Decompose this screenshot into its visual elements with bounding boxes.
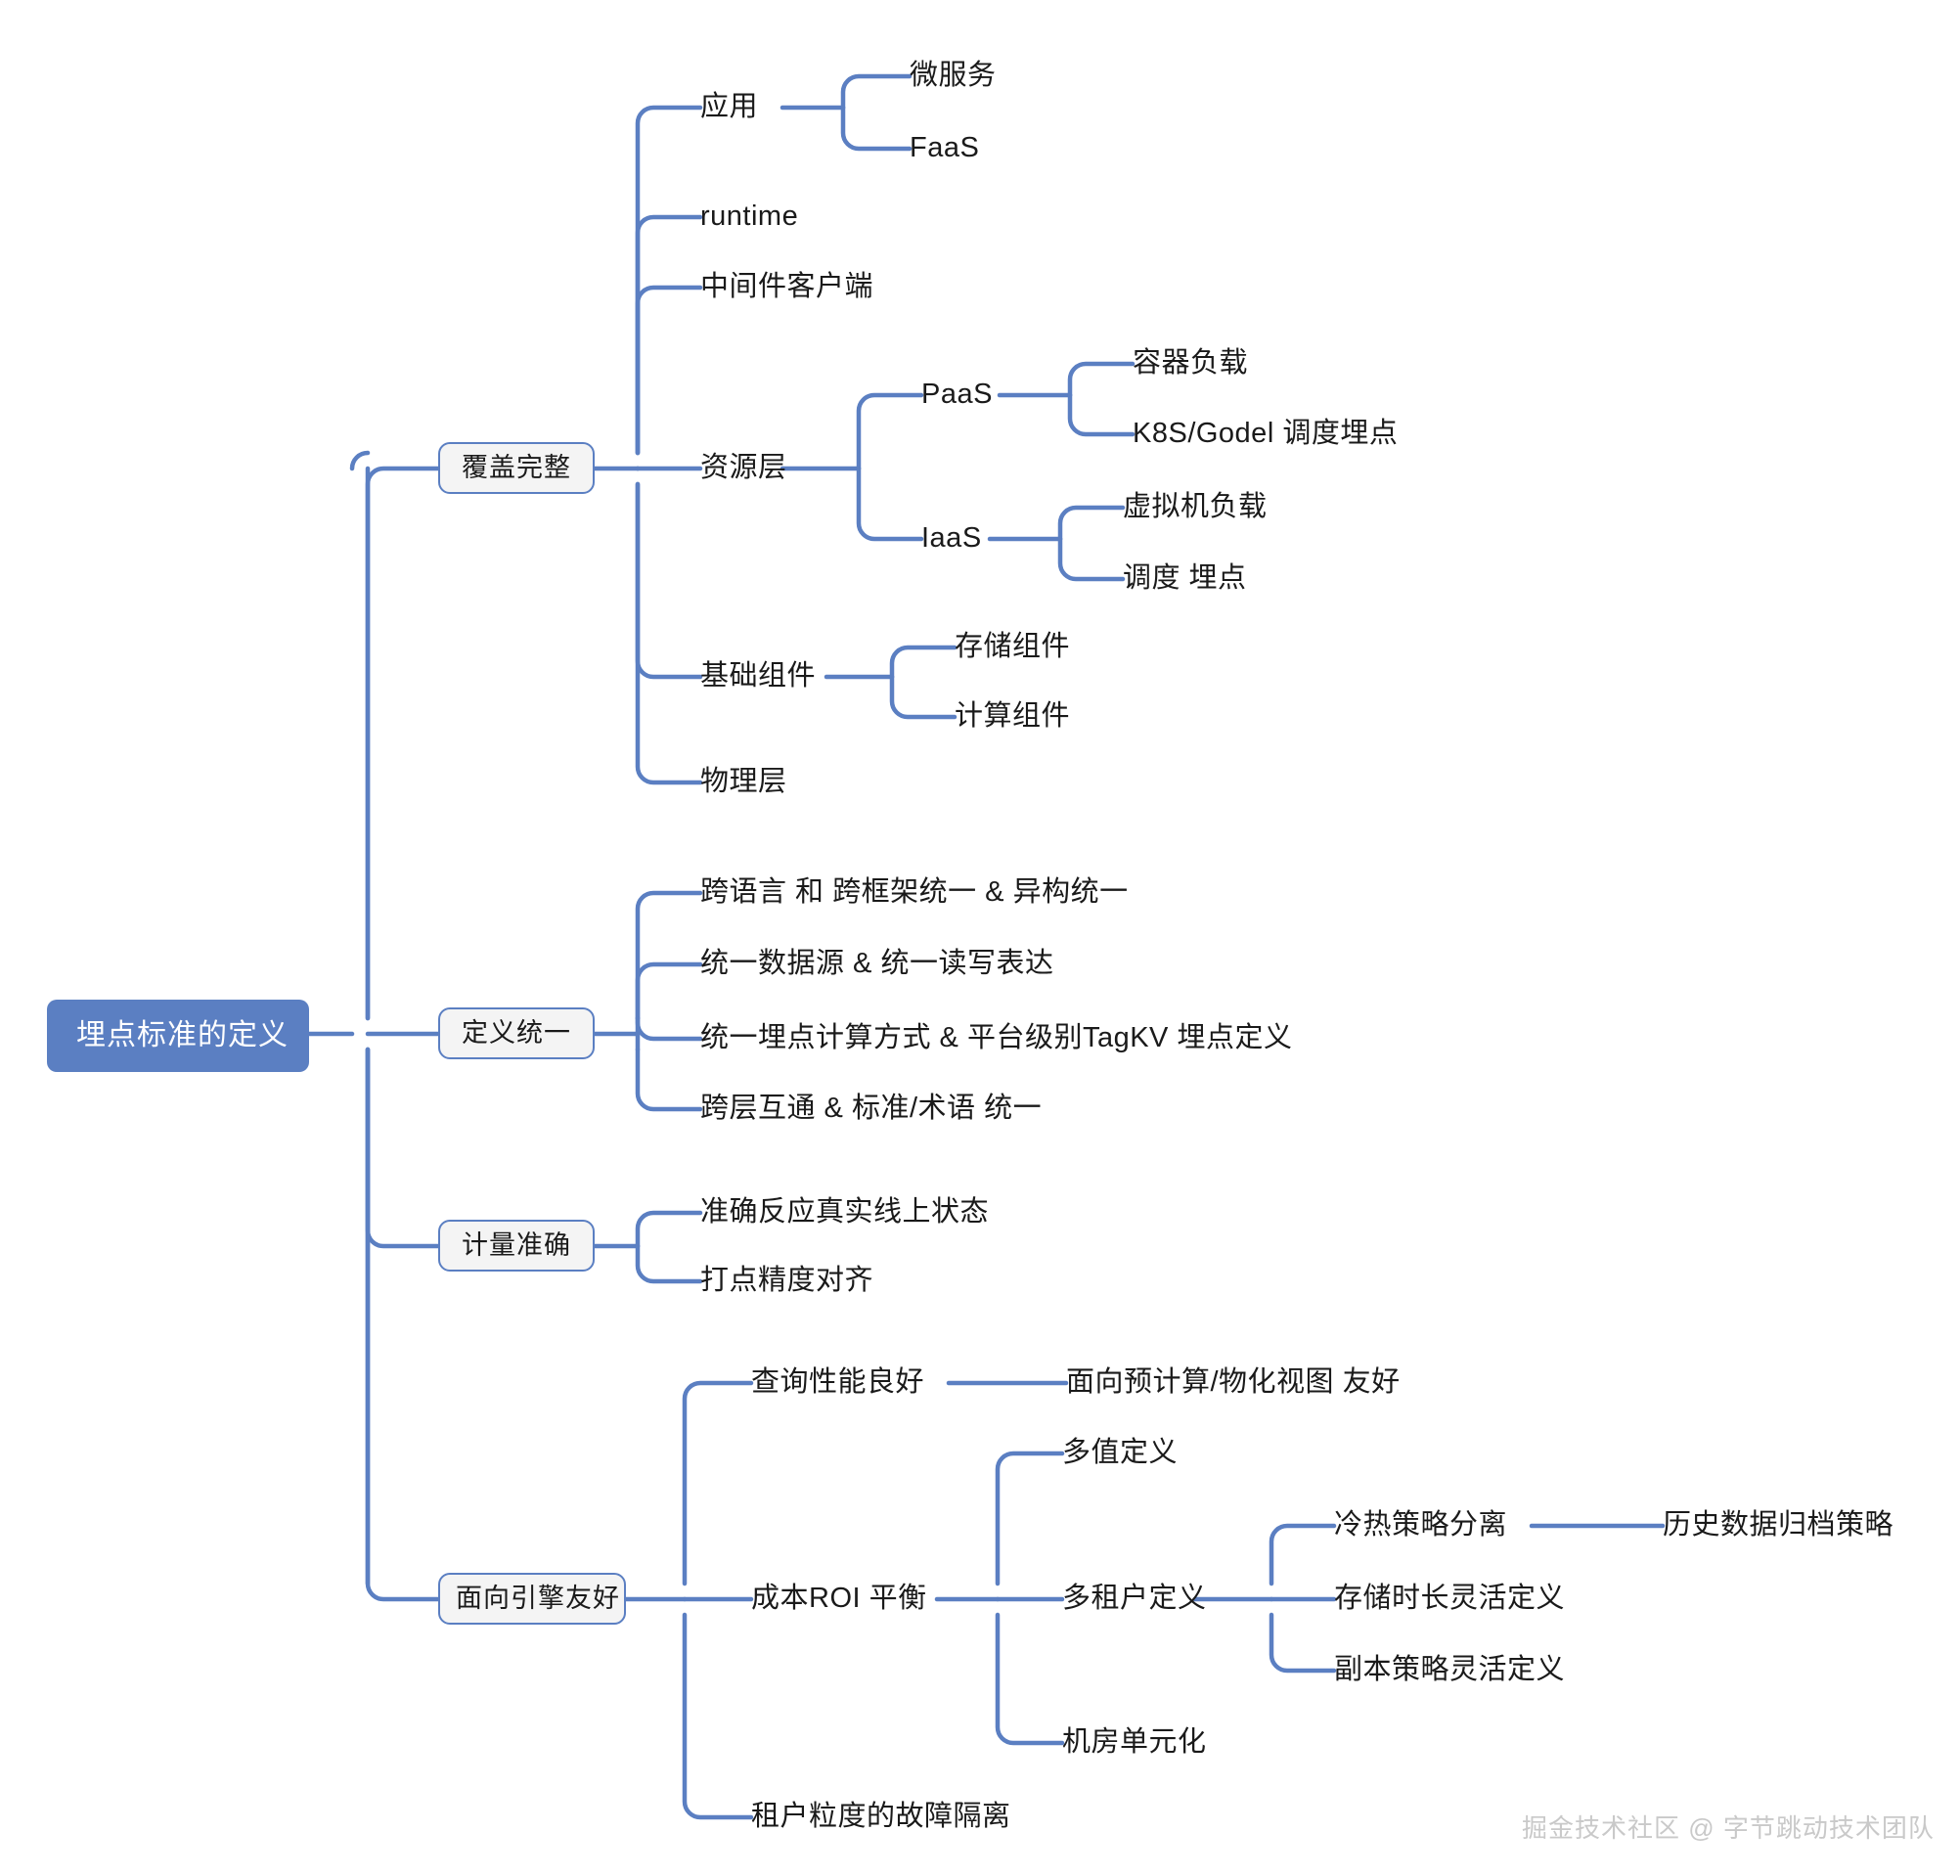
branch-label: 定义统一 — [462, 1018, 571, 1048]
node-hot-cold-strategy-separation[interactable]: 冷热策略分离 — [1334, 1511, 1507, 1540]
branch-node-engine-friendly[interactable]: 面向引擎友好 — [438, 1573, 626, 1625]
node-tracking-precision-alignment[interactable]: 打点精度对齐 — [700, 1267, 873, 1295]
node-multi-value-definition[interactable]: 多值定义 — [1062, 1439, 1178, 1467]
root-label: 埋点标准的定义 — [76, 1019, 289, 1051]
node-historical-data-archive-strategy[interactable]: 历史数据归档策略 — [1663, 1511, 1893, 1540]
mindmap-root-node[interactable]: 埋点标准的定义 — [47, 1000, 309, 1072]
node-application[interactable]: 应用 — [700, 93, 758, 121]
node-multi-tenant-definition[interactable]: 多租户定义 — [1062, 1585, 1207, 1613]
node-label: 成本ROI 平衡 — [751, 1583, 927, 1614]
node-label: 虚拟机负载 — [1123, 491, 1268, 522]
branch-node-measurement[interactable]: 计量准确 — [438, 1220, 595, 1272]
node-label: 统一数据源 & 统一读写表达 — [700, 948, 1054, 979]
node-label: runtime — [700, 201, 799, 232]
node-good-query-performance[interactable]: 查询性能良好 — [751, 1368, 924, 1397]
node-label: 查询性能良好 — [751, 1366, 925, 1398]
node-storage-duration-flexible-definition[interactable]: 存储时长灵活定义 — [1334, 1585, 1565, 1613]
node-base-components[interactable]: 基础组件 — [700, 662, 816, 691]
node-label: 微服务 — [910, 60, 997, 91]
node-cross-language-framework-unification[interactable]: 跨语言 和 跨框架统一 & 异构统一 — [700, 878, 1129, 907]
node-vm-load[interactable]: 虚拟机负载 — [1123, 493, 1268, 521]
node-unified-tracking-computation[interactable]: 统一埋点计算方式 & 平台级别TagKV 埋点定义 — [700, 1024, 1292, 1052]
node-compute-component[interactable]: 计算组件 — [955, 702, 1070, 731]
node-label: 面向预计算/物化视图 友好 — [1066, 1366, 1401, 1398]
node-precompute-materialized-view-friendly[interactable]: 面向预计算/物化视图 友好 — [1066, 1368, 1401, 1397]
node-label: 历史数据归档策略 — [1663, 1509, 1894, 1541]
branch-node-coverage[interactable]: 覆盖完整 — [438, 442, 595, 494]
node-label: IaaS — [921, 522, 982, 554]
node-accurate-online-state[interactable]: 准确反应真实线上状态 — [700, 1198, 989, 1227]
node-tenant-level-fault-isolation[interactable]: 租户粒度的故障隔离 — [751, 1803, 1011, 1831]
node-label: 物理层 — [700, 766, 787, 797]
node-label: 中间件客户端 — [700, 271, 874, 302]
node-k8s-godel-scheduling-tracking[interactable]: K8S/Godel 调度埋点 — [1133, 420, 1398, 448]
node-label: 应用 — [700, 91, 759, 122]
node-label: 容器负载 — [1133, 347, 1249, 379]
node-label: 打点精度对齐 — [700, 1265, 874, 1296]
node-faas[interactable]: FaaS — [910, 134, 979, 162]
watermark-text: 掘金技术社区 @ 字节跳动技术团队 — [1522, 1813, 1935, 1843]
watermark: 掘金技术社区 @ 字节跳动技术团队 — [1522, 1809, 1935, 1845]
branch-label: 计量准确 — [462, 1230, 571, 1260]
node-runtime[interactable]: runtime — [700, 202, 798, 231]
node-label: 统一埋点计算方式 & 平台级别TagKV 埋点定义 — [700, 1022, 1293, 1053]
node-label: K8S/Godel 调度埋点 — [1133, 418, 1399, 449]
node-storage-component[interactable]: 存储组件 — [955, 633, 1070, 661]
node-label: 跨语言 和 跨框架统一 & 异构统一 — [700, 876, 1129, 908]
node-label: 基础组件 — [700, 660, 817, 692]
node-container-load[interactable]: 容器负载 — [1133, 349, 1248, 378]
node-cost-roi-balance[interactable]: 成本ROI 平衡 — [751, 1585, 927, 1613]
node-label: PaaS — [921, 379, 993, 410]
node-label: 机房单元化 — [1062, 1726, 1207, 1758]
node-middleware-client[interactable]: 中间件客户端 — [700, 273, 873, 301]
node-label: 冷热策略分离 — [1334, 1509, 1508, 1541]
node-label: 副本策略灵活定义 — [1334, 1654, 1566, 1685]
node-label: 多租户定义 — [1062, 1583, 1207, 1614]
node-resource-layer[interactable]: 资源层 — [700, 454, 787, 482]
node-label: 资源层 — [700, 452, 787, 483]
node-cross-layer-interop[interactable]: 跨层互通 & 标准/术语 统一 — [700, 1094, 1042, 1123]
node-label: 存储组件 — [955, 631, 1071, 662]
node-label: 跨层互通 & 标准/术语 统一 — [700, 1093, 1043, 1124]
node-label: 租户粒度的故障隔离 — [751, 1801, 1011, 1832]
node-label: 准确反应真实线上状态 — [700, 1196, 990, 1228]
node-datacenter-unitization[interactable]: 机房单元化 — [1062, 1728, 1207, 1757]
node-replica-strategy-flexible-definition[interactable]: 副本策略灵活定义 — [1334, 1656, 1565, 1684]
node-label: 计算组件 — [955, 700, 1071, 732]
branch-node-definition[interactable]: 定义统一 — [438, 1007, 595, 1059]
node-iaas[interactable]: IaaS — [921, 524, 982, 553]
node-label: 多值定义 — [1062, 1437, 1179, 1468]
branch-label: 面向引擎友好 — [456, 1584, 620, 1613]
node-label: 存储时长灵活定义 — [1334, 1583, 1566, 1614]
node-unified-datasource[interactable]: 统一数据源 & 统一读写表达 — [700, 950, 1053, 978]
node-label: 调度 埋点 — [1123, 562, 1247, 594]
node-paas[interactable]: PaaS — [921, 380, 993, 409]
node-scheduling-tracking[interactable]: 调度 埋点 — [1123, 564, 1247, 593]
node-microservice[interactable]: 微服务 — [910, 62, 997, 90]
node-label: FaaS — [910, 132, 980, 163]
node-physical-layer[interactable]: 物理层 — [700, 768, 787, 796]
branch-label: 覆盖完整 — [462, 453, 571, 482]
